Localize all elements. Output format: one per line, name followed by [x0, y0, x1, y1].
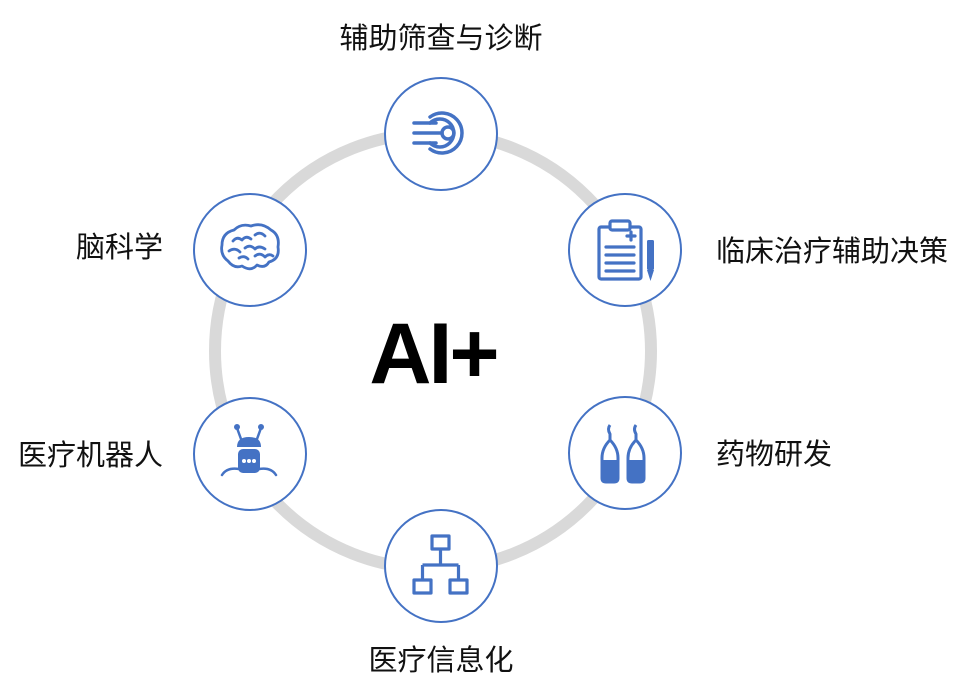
label-screening-diagnosis: 辅助筛查与诊断: [339, 21, 543, 55]
node-medical-robot: [193, 397, 307, 511]
node-drug-development: [568, 396, 682, 510]
node-brain-science: [193, 193, 307, 307]
node-screening-diagnosis: [384, 77, 498, 191]
vials-icon: [600, 424, 646, 484]
label-medical-informatization: 医疗信息化: [368, 643, 514, 677]
node-clinical-decision: [568, 193, 682, 307]
node-medical-informatization: [384, 509, 498, 623]
brain-icon: [220, 223, 280, 271]
org-chart-icon: [412, 534, 469, 595]
scan-beam-icon: [412, 111, 464, 155]
clipboard-pen-icon: [597, 219, 654, 281]
center-title: AI+: [369, 306, 499, 402]
robot-icon: [220, 424, 278, 477]
label-drug-development: 药物研发: [716, 437, 833, 471]
label-brain-science: 脑科学: [75, 230, 163, 264]
label-clinical-decision: 临床治疗辅助决策: [716, 234, 949, 268]
label-medical-robot: 医疗机器人: [17, 438, 163, 472]
